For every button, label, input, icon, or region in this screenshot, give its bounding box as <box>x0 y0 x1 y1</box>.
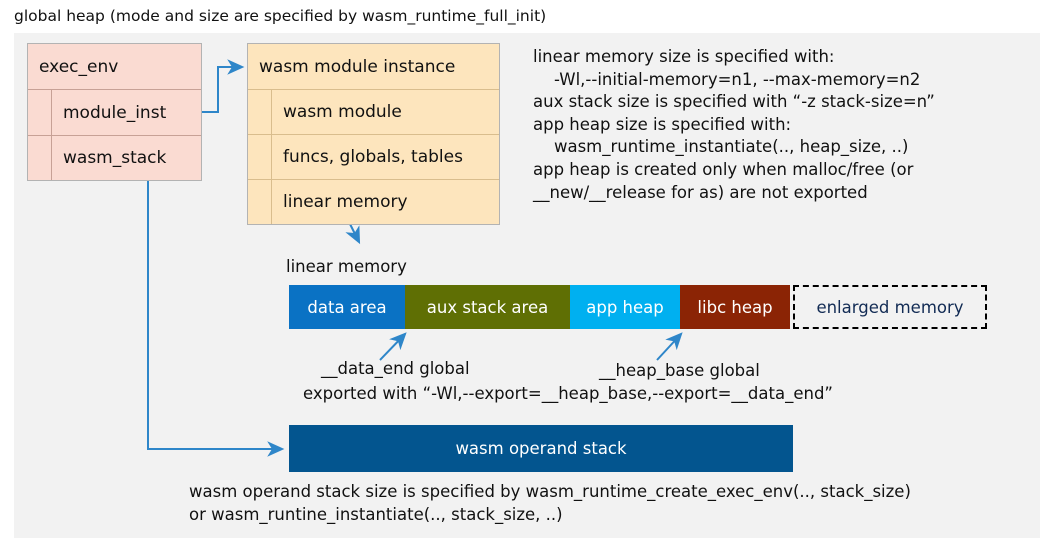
operand-stack-note: wasm operand stack size is specified by … <box>189 482 911 524</box>
globals-export-note: exported with “-Wl,--export=__heap_base,… <box>303 384 833 403</box>
module-instance-field-wasm-module[interactable]: wasm module <box>248 89 499 134</box>
exec-env-field-label: wasm_stack <box>63 148 167 168</box>
memory-segment-libc-heap[interactable]: libc heap <box>680 285 790 329</box>
exec-env-field-label: module_inst <box>63 102 167 123</box>
diagram-canvas: exec_env module_inst wasm_stack wasm mod… <box>14 33 1040 538</box>
module-instance-field-label: wasm module <box>283 102 402 122</box>
exec-env-field-wasm-stack[interactable]: wasm_stack <box>28 135 201 180</box>
exec-env-field-module-inst[interactable]: module_inst <box>28 89 201 135</box>
memory-segment-data-area[interactable]: data area <box>289 285 405 329</box>
linear-memory-caption: linear memory <box>286 257 407 276</box>
memory-segment-label: aux stack area <box>426 297 549 317</box>
memory-segment-app-heap[interactable]: app heap <box>570 285 680 329</box>
module-instance-title: wasm module instance <box>259 56 456 77</box>
wasm-operand-stack-box[interactable]: wasm operand stack <box>289 425 793 472</box>
memory-segment-label: data area <box>307 297 387 317</box>
wasm-module-instance-box[interactable]: wasm module instance wasm module funcs, … <box>247 43 500 225</box>
exec-env-box[interactable]: exec_env module_inst wasm_stack <box>27 43 202 181</box>
wire-module-inst-to-instance <box>202 59 245 113</box>
page-title: global heap (mode and size are specified… <box>14 7 547 25</box>
indent-gutter <box>248 135 272 179</box>
memory-segment-label: app heap <box>586 297 664 317</box>
exec-env-header-row: exec_env <box>28 44 201 89</box>
indent-gutter <box>248 90 272 134</box>
module-instance-field-label: linear memory <box>283 192 408 212</box>
module-instance-field-funcs-globals-tables[interactable]: funcs, globals, tables <box>248 134 499 179</box>
heap-base-global-label: __heap_base global <box>599 361 760 380</box>
indent-gutter <box>28 90 52 135</box>
operand-stack-label: wasm operand stack <box>455 439 627 458</box>
linear-memory-bar: data area aux stack area app heap libc h… <box>289 285 987 329</box>
exec-env-title: exec_env <box>39 56 119 77</box>
memory-sizes-note: linear memory size is specified with: -W… <box>533 47 935 202</box>
module-instance-field-label: funcs, globals, tables <box>283 147 463 167</box>
indent-gutter <box>248 180 272 224</box>
wire-data-end-pointer <box>379 332 407 361</box>
module-instance-header-row: wasm module instance <box>248 44 499 89</box>
memory-segment-aux-stack-area[interactable]: aux stack area <box>405 285 570 329</box>
memory-segment-enlarged-memory[interactable]: enlarged memory <box>793 285 987 329</box>
module-instance-field-linear-memory[interactable]: linear memory <box>248 179 499 224</box>
memory-segment-label: enlarged memory <box>816 297 964 317</box>
memory-segment-label: libc heap <box>697 297 773 317</box>
data-end-global-label: __data_end global <box>321 359 470 378</box>
wire-heap-base-pointer <box>656 332 683 361</box>
indent-gutter <box>28 136 52 180</box>
